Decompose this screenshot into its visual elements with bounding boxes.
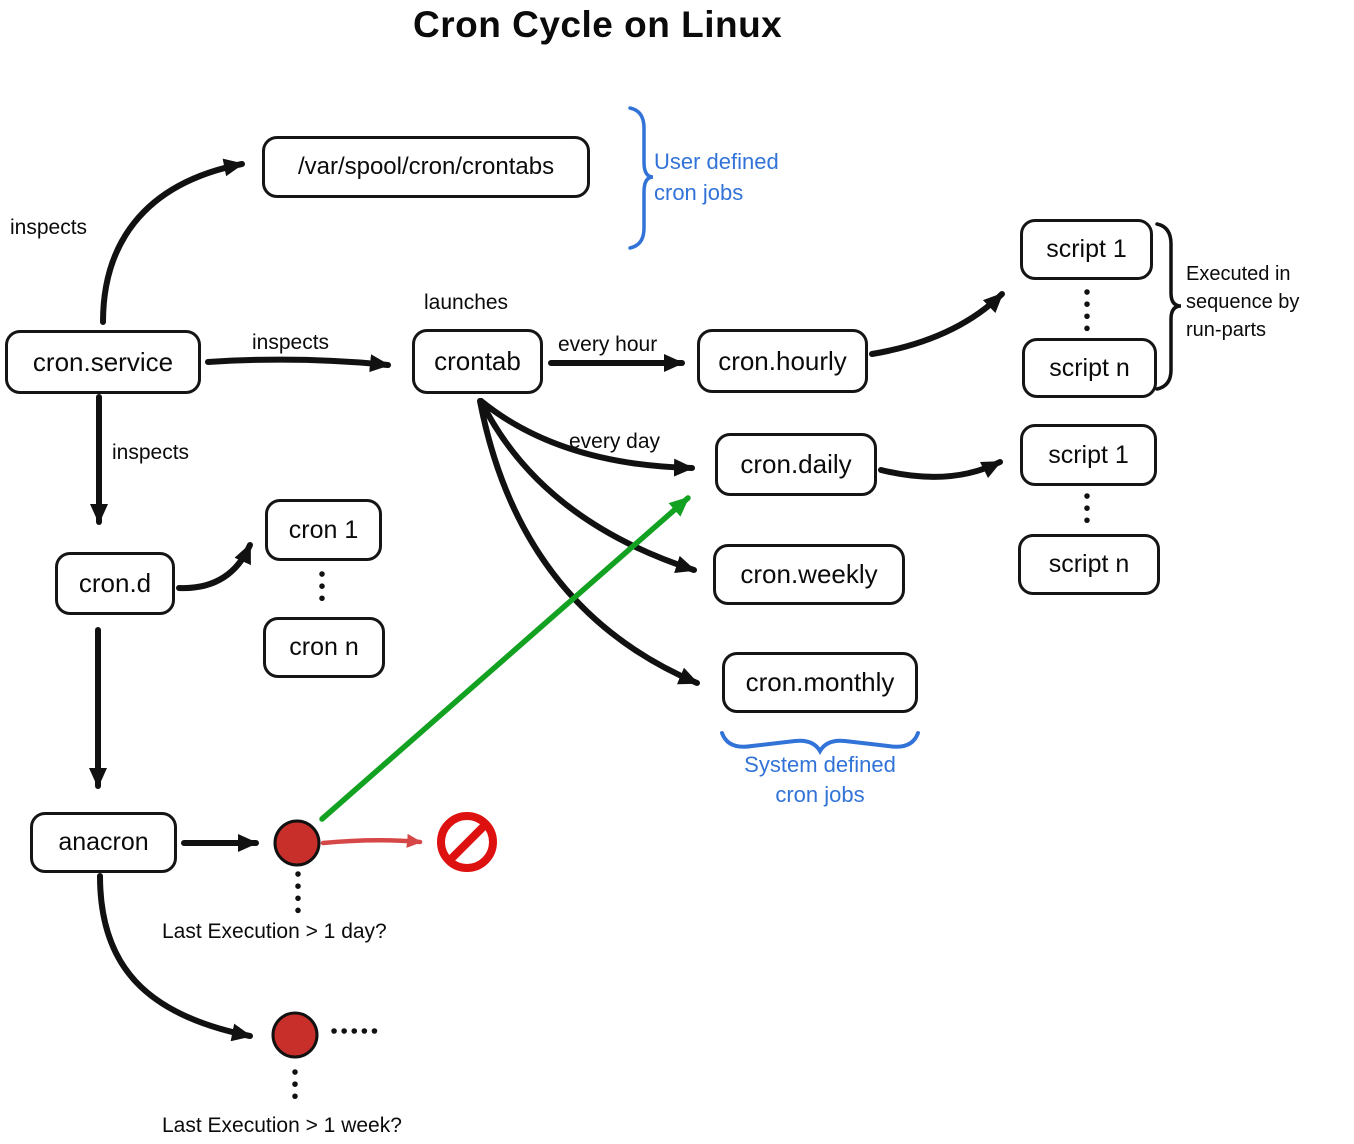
edge-crondaily-to-script1 — [878, 459, 1003, 480]
annotation-system-defined: System defined cron jobs — [744, 752, 896, 807]
node-cron-hourly: cron.hourly — [697, 329, 868, 393]
label-inspects-crontab: inspects — [252, 331, 330, 354]
node-hourly-script-n: script n — [1022, 338, 1157, 398]
weekly-check-circle — [271, 1011, 319, 1059]
edge-daily-check-to-crondaily-green — [319, 495, 691, 822]
prohibition-icon — [437, 812, 497, 872]
edge-crontab-to-cronweekly — [478, 398, 697, 573]
node-cron-1: cron 1 — [265, 499, 382, 561]
edge-anacron-to-weekly-check — [97, 873, 253, 1042]
label-every-day: every day — [569, 430, 661, 453]
node-cron-n: cron n — [263, 617, 385, 678]
node-cron-weekly: cron.weekly — [713, 544, 905, 605]
node-daily-script-1: script 1 — [1020, 424, 1157, 486]
run-parts-brace — [1155, 222, 1182, 391]
label-inspects-crond: inspects — [112, 441, 190, 464]
system-defined-brace — [720, 731, 920, 755]
user-defined-brace — [628, 106, 654, 250]
node-anacron: anacron — [30, 812, 177, 873]
edge-crontab-to-cronmonthly — [477, 398, 700, 686]
node-cron-daily: cron.daily — [715, 433, 877, 496]
node-daily-script-n: script n — [1018, 534, 1160, 595]
node-crontab: crontab — [412, 329, 543, 394]
node-cron-d: cron.d — [55, 552, 175, 615]
annotation-run-parts: Executed in sequence by run-parts — [1186, 263, 1300, 341]
edge-crond-to-cron1 — [176, 542, 253, 592]
page-title: Cron Cycle on Linux — [413, 4, 783, 45]
annotation-last-exec-week: Last Execution > 1 week? — [162, 1114, 402, 1137]
edge-crontab-to-crondaily — [478, 398, 695, 477]
edge-cronhourly-to-script1 — [869, 291, 1005, 357]
label-launches: launches — [424, 291, 509, 314]
edge-daily-check-to-prohibition-red — [320, 833, 423, 848]
node-cron-monthly: cron.monthly — [722, 652, 918, 713]
annotation-user-defined: User defined cron jobs — [654, 149, 779, 205]
node-cron-service: cron.service — [5, 330, 201, 394]
node-crontabs-path: /var/spool/cron/crontabs — [262, 136, 590, 198]
edge-cronservice-to-crontab — [205, 354, 391, 373]
label-every-hour: every hour — [558, 333, 658, 356]
daily-check-circle — [273, 819, 321, 867]
label-inspects-crontabs: inspects — [10, 216, 88, 239]
node-hourly-script-1: script 1 — [1020, 219, 1153, 280]
edge-cronservice-to-crontabs — [100, 158, 245, 325]
annotation-last-exec-day: Last Execution > 1 day? — [162, 920, 387, 943]
